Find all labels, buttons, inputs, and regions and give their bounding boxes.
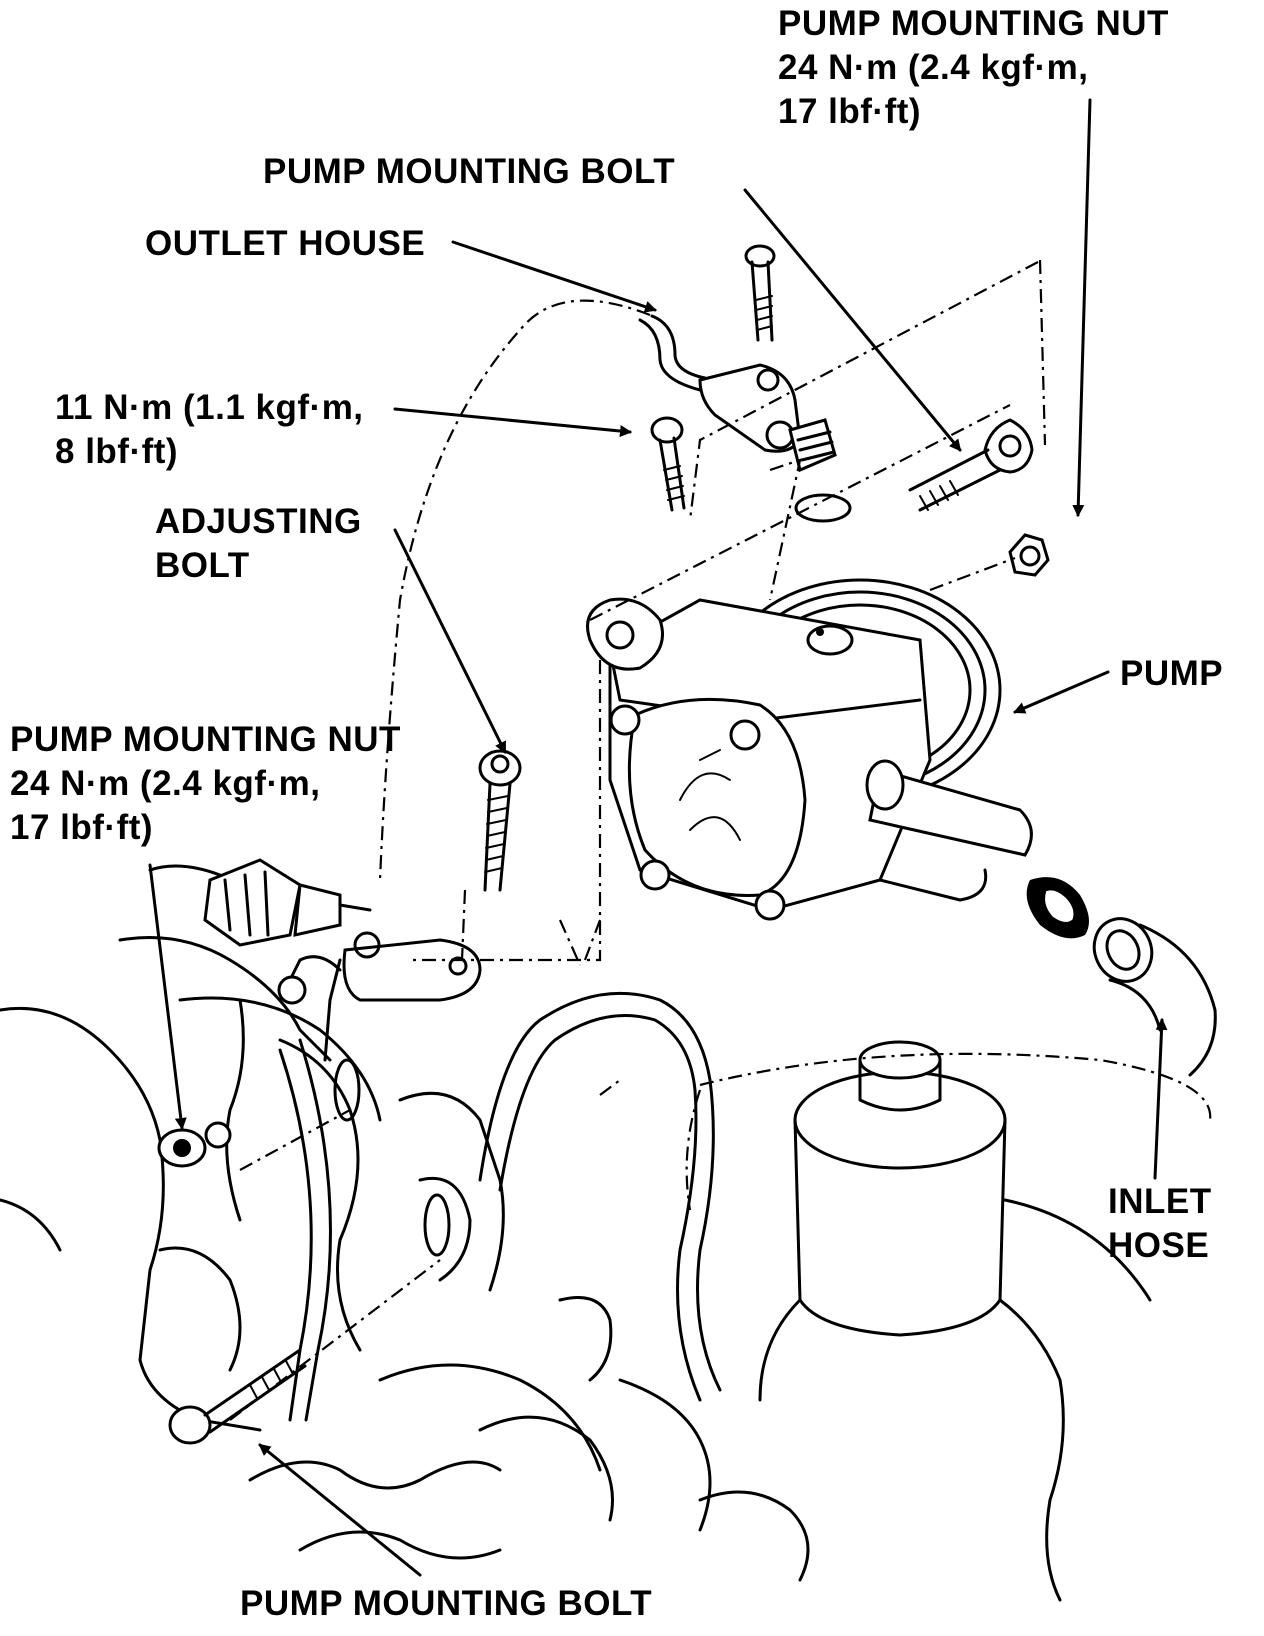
top-bolt-vertical bbox=[744, 244, 776, 342]
label-line: PUMP MOUNTING NUT bbox=[778, 4, 1169, 43]
label-outlet-house: OUTLET HOUSE bbox=[145, 224, 426, 263]
reservoir bbox=[758, 1040, 1152, 1602]
hose-connector-left bbox=[148, 858, 372, 947]
label-line: ADJUSTING bbox=[155, 502, 362, 541]
leader-bolt-bottom bbox=[258, 1443, 422, 1577]
label-line: 24 N·m (2.4 kgf·m, bbox=[10, 764, 321, 803]
engine-block bbox=[0, 936, 810, 1582]
pump-mounting-bolt-bottom-part bbox=[168, 1348, 307, 1445]
label-outlet-torque: 11 N·m (1.1 kgf·m, 8 lbf·ft) bbox=[55, 386, 364, 474]
leader-lines bbox=[148, 98, 1168, 1577]
label-inlet-hose: INLET HOSE bbox=[1108, 1180, 1212, 1268]
leader-inlet-hose bbox=[1153, 1018, 1168, 1180]
leader-outlet-house bbox=[451, 240, 657, 313]
leader-pump bbox=[1013, 670, 1110, 714]
label-line: PUMP MOUNTING NUT bbox=[10, 720, 401, 759]
pump-body bbox=[586, 578, 1033, 921]
leader-bolt-top bbox=[743, 188, 962, 452]
label-line: HOSE bbox=[1108, 1226, 1210, 1265]
label-line: BOLT bbox=[155, 546, 250, 585]
label-pump-mounting-nut-top: PUMP MOUNTING NUT 24 N·m (2.4 kgf·m, 17 … bbox=[778, 2, 1169, 134]
leader-nut-top bbox=[1072, 98, 1092, 517]
adjusting-bolt-part bbox=[478, 749, 522, 892]
label-pump-mounting-bolt-bottom: PUMP MOUNTING BOLT bbox=[240, 1584, 653, 1623]
label-line: 17 lbf·ft) bbox=[778, 92, 922, 131]
label-line: 11 N·m (1.1 kgf·m, bbox=[55, 388, 364, 427]
outlet-bolt bbox=[650, 416, 686, 512]
drive-belt bbox=[278, 991, 722, 1422]
label-pump-mounting-nut-left: PUMP MOUNTING NUT 24 N·m (2.4 kgf·m, 17 … bbox=[10, 718, 401, 850]
leader-adjusting-bolt bbox=[393, 528, 507, 754]
pump-mounting-bolt-top bbox=[908, 418, 1034, 512]
label-line: 24 N·m (2.4 kgf·m, bbox=[778, 48, 1089, 87]
pump-mounting-nut-left-part bbox=[157, 1128, 207, 1168]
leader-nut-left bbox=[148, 863, 187, 1130]
outlet-pipe bbox=[638, 314, 837, 473]
label-line: 17 lbf·ft) bbox=[10, 808, 154, 847]
label-line: 8 lbf·ft) bbox=[55, 432, 179, 471]
adjust-bracket bbox=[323, 931, 482, 1062]
label-adjusting-bolt: ADJUSTING BOLT bbox=[155, 500, 362, 588]
assembly-guide-lines bbox=[229, 259, 1212, 1421]
hose-clamp bbox=[1026, 877, 1089, 939]
leader-outlet-torque bbox=[393, 407, 632, 437]
o-ring bbox=[794, 493, 852, 523]
label-pump-mounting-bolt-top: PUMP MOUNTING BOLT bbox=[263, 152, 676, 191]
pump-mounting-nut-top bbox=[1008, 533, 1050, 577]
label-line: INLET bbox=[1108, 1182, 1212, 1221]
inlet-hose-part bbox=[1092, 917, 1217, 1077]
label-pump: PUMP bbox=[1120, 654, 1224, 693]
